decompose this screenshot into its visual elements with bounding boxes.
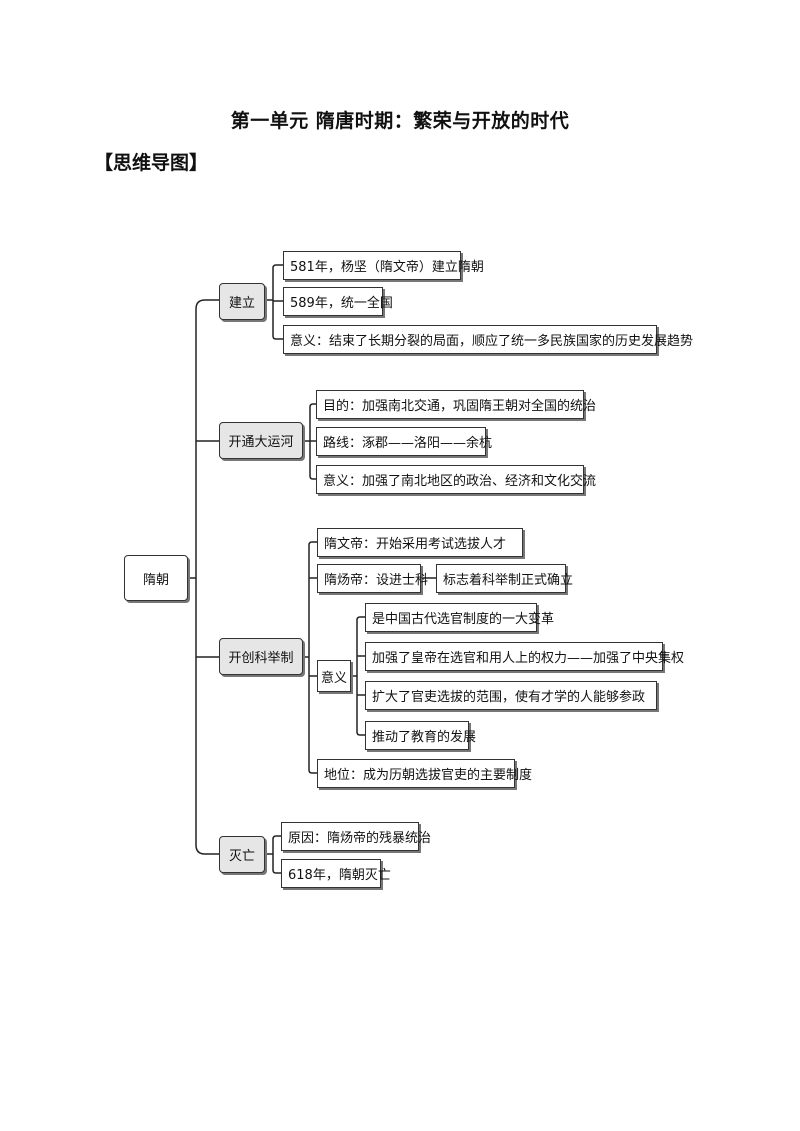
leaf-jianli-2: 589年，统一全国 (283, 287, 393, 316)
leaf-yunhe-3: 意义：加强了南北地区的政治、经济和文化交流 (316, 465, 596, 494)
section-heading: 【思维导图】 (94, 152, 209, 174)
leaf-miewang-2: 618年，隋朝灭亡 (281, 859, 391, 888)
leaf-yunhe-2: 路线：涿郡——洛阳——余杭 (316, 427, 492, 456)
branch-jianli: 建立 (219, 283, 265, 320)
leaf-yiyi-1: 是中国古代选官制度的一大变革 (365, 603, 554, 632)
leaf-keju-diwei: 地位：成为历朝选拔官吏的主要制度 (317, 759, 532, 788)
leaf-jianli-3: 意义：结束了长期分裂的局面，顺应了统一多民族国家的历史发展趋势 (283, 325, 693, 354)
branch-miewang: 灭亡 (219, 836, 265, 873)
leaf-keju-yangdi: 隋炀帝：设进士科 (317, 564, 428, 593)
leaf-keju-wendi: 隋文帝：开始采用考试选拔人才 (317, 528, 523, 557)
leaf-jianli-1: 581年，杨坚（隋文帝）建立隋朝 (283, 251, 484, 280)
leaf-yunhe-1: 目的：加强南北交通，巩固隋王朝对全国的统治 (316, 390, 596, 419)
leaf-yiyi-3: 扩大了官吏选拔的范围，使有才学的人能够参政 (365, 681, 657, 710)
branch-yunhe: 开通大运河 (219, 422, 303, 459)
node-keju-yiyi: 意义 (317, 660, 351, 692)
root-node: 隋朝 (124, 555, 188, 601)
leaf-yiyi-2: 加强了皇帝在选官和用人上的权力——加强了中央集权 (365, 642, 684, 671)
leaf-miewang-1: 原因：隋炀帝的残暴统治 (281, 822, 431, 851)
branch-keju: 开创科举制 (219, 638, 303, 675)
page-title: 第一单元 隋唐时期：繁荣与开放的时代 (230, 110, 570, 132)
leaf-yiyi-4: 推动了教育的发展 (365, 721, 476, 750)
leaf-keju-yangdi-result: 标志着科举制正式确立 (436, 564, 573, 593)
